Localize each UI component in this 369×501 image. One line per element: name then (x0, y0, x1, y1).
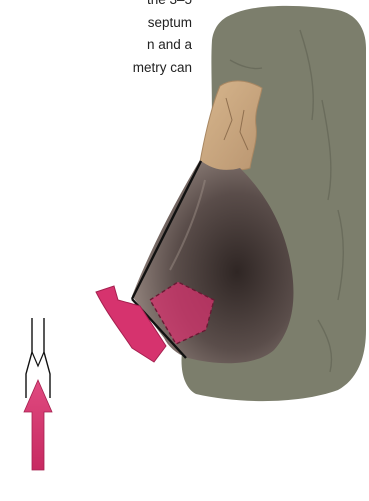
upward-arrow-icon (24, 380, 52, 470)
